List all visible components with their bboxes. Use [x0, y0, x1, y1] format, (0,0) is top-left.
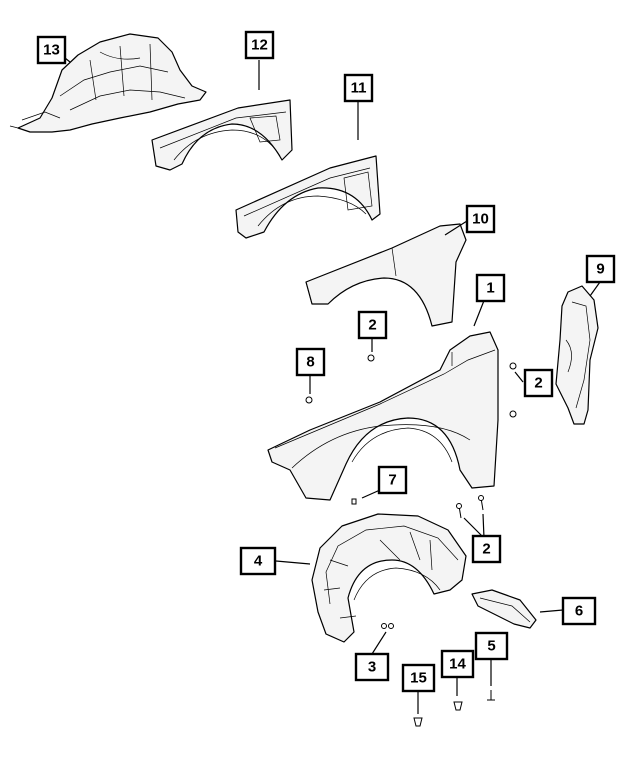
callout-14: 14	[440, 649, 475, 679]
callout-15: 15	[401, 663, 436, 693]
svg-text:3: 3	[368, 659, 376, 676]
part-10-wheelhouse-liner	[311, 513, 467, 643]
part-9-apron-assembly	[9, 33, 207, 133]
svg-text:9: 9	[596, 261, 604, 278]
callout-3: 7	[377, 465, 408, 495]
svg-text:2: 2	[368, 317, 376, 334]
svg-text:8: 8	[306, 354, 314, 371]
callout-9: 13	[36, 35, 67, 65]
callout-6: 10	[465, 204, 496, 234]
screw-13	[487, 690, 495, 701]
svg-text:4: 4	[254, 553, 263, 570]
bolt-4	[305, 396, 313, 404]
callout-7: 11	[343, 73, 374, 103]
callout-2b: 2	[523, 368, 554, 398]
part-8-fender-rail	[151, 99, 293, 171]
clip-3	[351, 498, 357, 505]
callout-2c: 2	[471, 534, 502, 564]
svg-text:1: 1	[486, 280, 494, 297]
retainer-15	[413, 717, 423, 727]
callout-10: 4	[239, 546, 277, 576]
part-5-side-shield	[555, 285, 599, 425]
callout-8: 12	[244, 30, 275, 60]
callout-11: 3	[354, 652, 390, 682]
callout-4: 8	[295, 347, 326, 377]
callout-1: 1	[475, 273, 506, 303]
svg-text:15: 15	[410, 670, 427, 687]
pushpin-14	[453, 701, 463, 711]
part-1-front-fender	[267, 331, 499, 501]
callout-5: 9	[585, 254, 616, 284]
part-7-arch-panel	[235, 155, 381, 239]
svg-text:7: 7	[388, 472, 396, 489]
svg-text:2: 2	[482, 541, 490, 558]
svg-text:12: 12	[251, 37, 268, 54]
callout-12: 6	[561, 596, 597, 626]
svg-text:10: 10	[472, 211, 489, 228]
part-12-splash-shield	[471, 589, 537, 629]
svg-text:5: 5	[487, 638, 495, 655]
callout-13: 5	[474, 631, 509, 661]
part-6-fender-extension	[305, 223, 467, 327]
svg-text:6: 6	[575, 603, 583, 620]
svg-text:14: 14	[449, 656, 466, 673]
svg-text:11: 11	[351, 80, 367, 97]
nut-2b	[509, 362, 517, 418]
callout-2a: 2	[357, 310, 388, 340]
svg-text:2: 2	[534, 375, 542, 392]
pin-2c	[456, 495, 484, 519]
nut-11	[381, 623, 394, 629]
callout-label: 13	[43, 42, 60, 59]
nut-2a	[367, 354, 375, 362]
